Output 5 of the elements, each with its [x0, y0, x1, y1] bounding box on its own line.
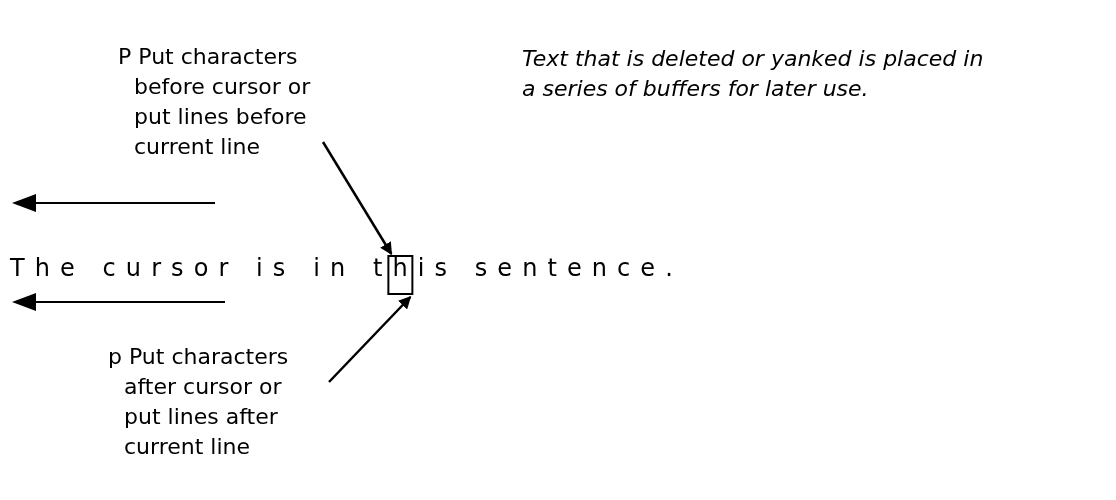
note-text: Text that is deleted or yanked is placed in a series of buffers for later use. — [522, 45, 985, 103]
command-description: p Put characters after cursor or put lines after current line — [108, 342, 309, 462]
arrow — [328, 296, 412, 383]
command-description: P Put characters before cursor or put lines before current line — [118, 42, 319, 162]
arrow — [321, 141, 393, 256]
